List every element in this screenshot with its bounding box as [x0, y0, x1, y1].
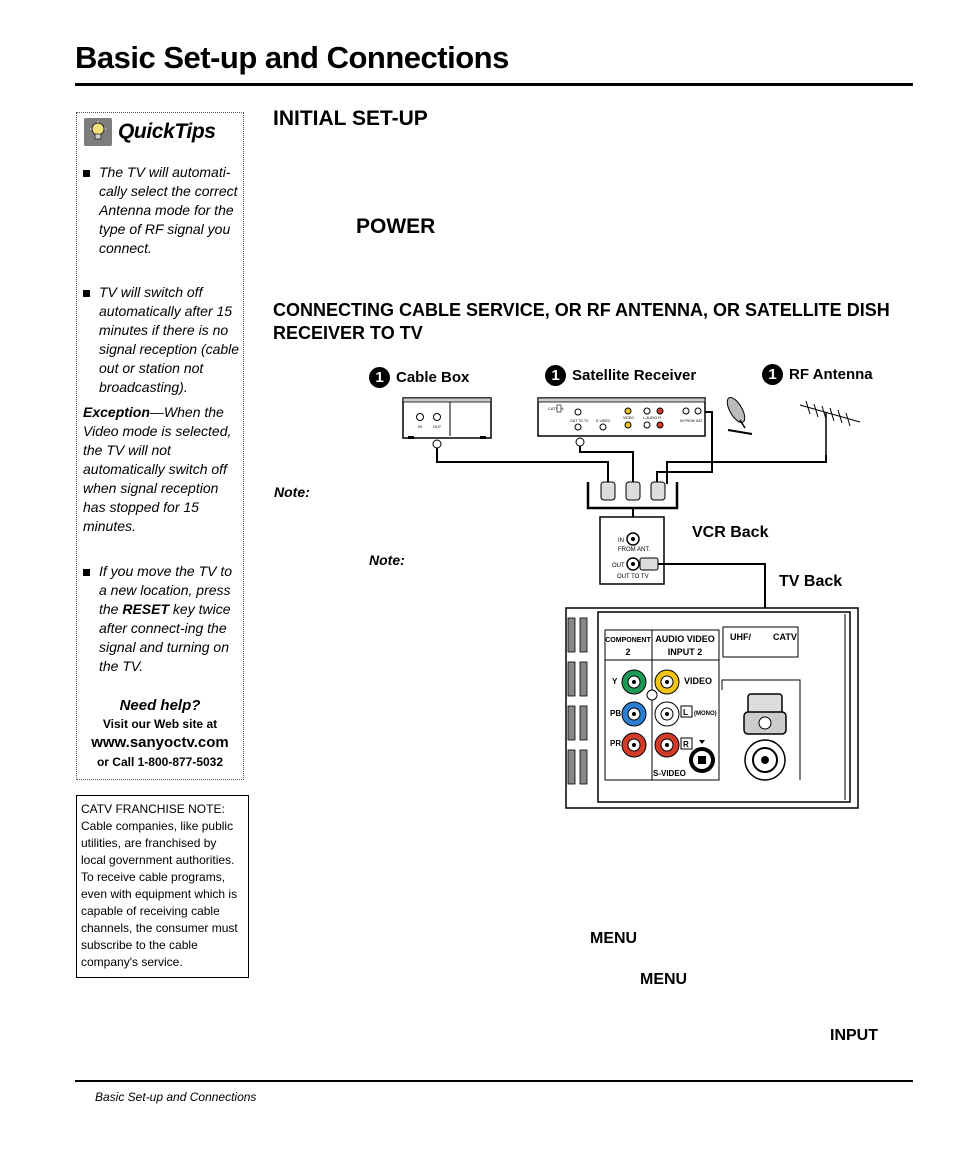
cable-box-label: Cable Box — [396, 369, 470, 386]
vcr-from-ant-label: FROM ANT. — [618, 547, 650, 553]
satellite-receiver-label: Satellite Receiver — [572, 367, 697, 384]
catv-franchise-note: CATV FRANCHISE NOTE: Cable companies, li… — [76, 795, 249, 978]
connector-group — [586, 481, 679, 527]
step-rf-antenna: 1 RF Antenna — [762, 364, 873, 385]
tv-r-label: R — [683, 740, 689, 749]
footer-text: Basic Set-up and Connections — [95, 1090, 257, 1104]
quicktips-header: QuickTips — [84, 117, 216, 147]
tv-svideo-label: S-VIDEO — [653, 769, 686, 778]
reset-key: RESET — [122, 601, 170, 617]
vcr-back-panel: IN FROM ANT. OUT OUT TO TV — [599, 516, 665, 585]
tv-y-label: Y — [612, 677, 618, 686]
input-key-label: INPUT — [830, 1027, 878, 1044]
bullet-icon — [83, 170, 90, 177]
component-pb-jack[interactable] — [621, 701, 647, 727]
rf-antenna-label: RF Antenna — [789, 366, 873, 383]
tv-component-label: COMPONENT — [605, 637, 651, 644]
sat-svideo-label: S-VIDEO — [596, 419, 611, 423]
satellite-receiver-device: CATV IN OUT TO TV S-VIDEO VIDEO L-AUDIO-… — [537, 397, 706, 437]
tip-reset-text-b: key twice after connect-ing the signal a… — [99, 601, 231, 674]
initial-setup-heading: INITIAL SET-UP — [273, 107, 428, 130]
tv-audio-video-label: AUDIO VIDEO — [655, 634, 715, 644]
tv-back-panel: COMPONENT 2 AUDIO VIDEO INPUT 2 Y PB PR … — [565, 607, 859, 809]
footer-rule — [75, 1080, 913, 1082]
coax-plug — [743, 693, 787, 735]
note-label: Note: — [369, 552, 405, 568]
sat-catv-label: CATV IN — [548, 406, 564, 411]
bullet-icon — [83, 290, 90, 297]
rf-antenna-icon — [799, 400, 861, 455]
bullet-icon — [83, 569, 90, 576]
exception-label: Exception — [83, 404, 150, 420]
title-rule — [75, 83, 913, 86]
audio-l-jack[interactable] — [654, 701, 680, 727]
cable-box-device: IN OUT — [402, 397, 492, 439]
step-cable-box: 1 Cable Box — [369, 367, 469, 388]
quicktips-box — [76, 112, 244, 780]
step-number-badge: 1 — [369, 367, 390, 388]
tv-pr-label: PR — [610, 739, 621, 748]
vcr-out-label: OUT — [612, 563, 625, 569]
help-title: Need help? — [119, 697, 201, 714]
menu-key-label: MENU — [640, 971, 688, 988]
video-jack[interactable] — [654, 669, 680, 695]
vcr-back-label: VCR Back — [692, 524, 769, 541]
step-number-badge: 1 — [545, 365, 566, 386]
lightbulb-icon — [84, 118, 112, 146]
help-url-link[interactable]: www.sanyoctv.com — [91, 734, 229, 751]
tip-auto-switch-off: TV will switch off automatically after 1… — [99, 284, 240, 395]
tv-catv-label: CATV — [773, 632, 797, 642]
vcr-in-label: IN — [618, 538, 624, 544]
s-video-jack[interactable] — [689, 740, 715, 773]
tv-pb-label: PB — [610, 709, 621, 718]
power-heading: POWER — [356, 215, 436, 238]
audio-r-jack[interactable] — [654, 732, 680, 758]
cable-in-label: IN — [418, 424, 422, 429]
quicktips-title: QuickTips — [118, 120, 216, 143]
page-title: Basic Set-up and Connections — [75, 40, 509, 75]
tv-uhf-label: UHF/ — [730, 632, 751, 642]
sat-video-label: VIDEO — [623, 416, 634, 420]
tip-reset: If you move the TV to a new location, pr… — [99, 562, 241, 676]
tv-video-label: VIDEO — [684, 676, 712, 686]
vcr-out-to-tv-label: OUT TO TV — [617, 574, 649, 580]
component-pr-jack[interactable] — [621, 732, 647, 758]
tv-input2-label: INPUT 2 — [668, 647, 703, 657]
exception-text: —When the Video mode is selected, the TV… — [83, 404, 232, 534]
menu-key-label: MENU — [590, 930, 638, 947]
sat-in-from-sat-label: IN FROM SAT — [680, 419, 703, 423]
connecting-heading: CONNECTING CABLE SERVICE, OR RF ANTENNA,… — [273, 300, 890, 343]
tip-auto-antenna: The TV will automati-cally select the co… — [99, 164, 238, 256]
help-phone: or Call 1-800-877-5032 — [96, 755, 224, 769]
sat-out-label: OUT TO TV — [570, 419, 589, 423]
sat-audio-label: L-AUDIO-R — [643, 416, 661, 420]
step-satellite-receiver: 1 Satellite Receiver — [545, 365, 696, 386]
tv-l-label: L — [683, 708, 688, 717]
tip-exception: Exception—When the Video mode is selecte… — [83, 403, 243, 536]
help-web-text: Visit our Web site at — [102, 717, 218, 731]
step-number-badge: 1 — [762, 364, 783, 385]
tv-component-num: 2 — [625, 647, 630, 657]
tv-back-label: TV Back — [779, 573, 843, 590]
tv-mono-label: (MONO) — [694, 711, 717, 717]
note-label: Note: — [274, 484, 310, 500]
cable-out-label: OUT — [433, 424, 442, 429]
tip-reset-text-a: If you move the TV to a new location, pr… — [99, 563, 233, 617]
rf-input-jack[interactable] — [744, 739, 786, 781]
component-y-jack[interactable] — [621, 669, 647, 695]
satellite-dish-icon — [726, 397, 753, 435]
